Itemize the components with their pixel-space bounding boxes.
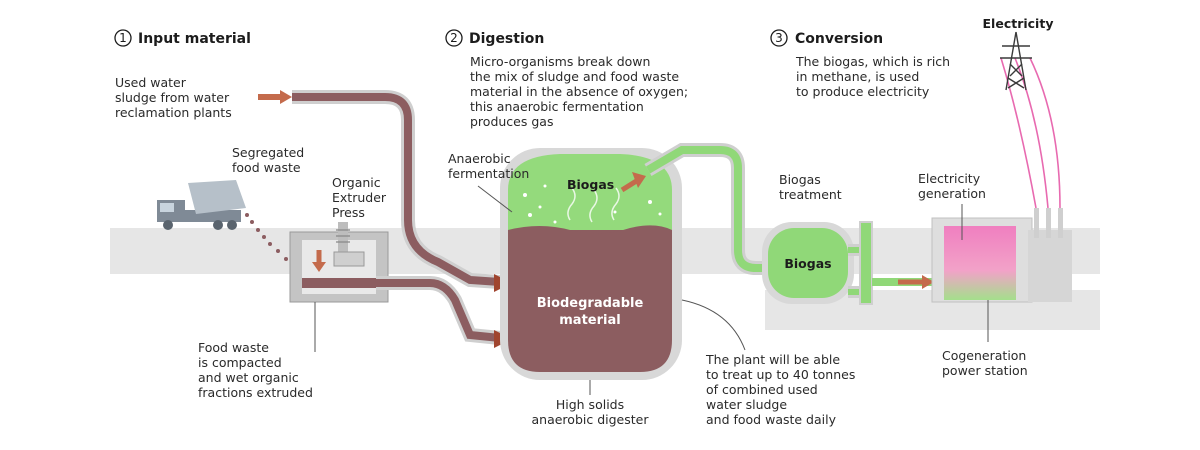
electricity-label: Electricity (983, 16, 1054, 31)
conversion-description: The biogas, which is rich in methane, is… (795, 54, 950, 99)
high-solids-label: High solids anaerobic digester (532, 380, 650, 427)
biogas-rising-arrow (620, 177, 640, 193)
svg-text:to treat up to 40 tonnes: to treat up to 40 tonnes (706, 367, 855, 382)
svg-text:and wet organic: and wet organic (198, 370, 299, 385)
biogas-tank-label: Biogas (784, 256, 831, 271)
gas-swirls (567, 187, 620, 223)
svg-text:produces gas: produces gas (470, 114, 553, 129)
sludge-input-arrowhead (280, 90, 292, 104)
biogas-treatment-tank (762, 222, 854, 304)
extruder-press-icon (333, 222, 365, 267)
svg-text:generation: generation (918, 186, 986, 201)
svg-text:Anaerobic: Anaerobic (448, 151, 511, 166)
svg-text:Segregated: Segregated (232, 145, 304, 160)
sludge-pipe (292, 93, 501, 286)
truck-icon (157, 180, 246, 230)
svg-text:Press: Press (332, 205, 365, 220)
gas-pipe (645, 146, 775, 272)
svg-text:Organic: Organic (332, 175, 381, 190)
digestion-description: Micro-organisms break down the mix of sl… (470, 54, 688, 129)
electricity-pylon-icon (1000, 31, 1032, 91)
svg-text:of combined used: of combined used (706, 382, 818, 397)
step-3-title: Conversion (795, 31, 883, 47)
svg-text:and food waste daily: and food waste daily (706, 412, 837, 427)
used-water-label: Used water sludge from water reclamation… (115, 75, 232, 120)
svg-text:Biogas: Biogas (779, 172, 821, 187)
organic-extruder-label: Organic Extruder Press (332, 175, 387, 220)
svg-text:fermentation: fermentation (448, 166, 529, 181)
plant-capacity-label: The plant will be able to treat up to 40… (705, 352, 855, 427)
biogas-rising-arrowhead (632, 172, 646, 188)
svg-text:anaerobic digester: anaerobic digester (532, 412, 650, 427)
anaerobic-digester (500, 148, 682, 380)
svg-text:Extruder: Extruder (332, 190, 387, 205)
biogas-treatment-label: Biogas treatment (779, 172, 842, 202)
step-1-title: Input material (138, 31, 251, 47)
food-waste-pipe-outline (376, 276, 501, 345)
svg-text:is compacted: is compacted (198, 355, 282, 370)
power-station-building (931, 208, 1072, 303)
svg-text:material: material (559, 313, 620, 328)
step-1-number: 1 (119, 31, 127, 45)
biogas-bubbles (523, 184, 662, 224)
segregated-label: Segregated food waste (232, 145, 304, 175)
svg-text:power station: power station (942, 363, 1028, 378)
svg-text:the mix of sludge and food was: the mix of sludge and food waste (470, 69, 679, 84)
anaerobic-label: Anaerobic fermentation (448, 151, 529, 181)
biogas-top-label: Biogas (567, 177, 614, 192)
step-1-header: 1 Input material (114, 29, 251, 47)
svg-text:fractions extruded: fractions extruded (198, 385, 313, 400)
step-2-header: 2 Digestion (445, 29, 544, 47)
svg-text:Cogeneration: Cogeneration (942, 348, 1026, 363)
step-3-number: 3 (775, 31, 783, 45)
anaerobic-leader (477, 185, 513, 213)
svg-text:The plant will be able: The plant will be able (705, 352, 840, 367)
step-2-number: 2 (450, 31, 458, 45)
extruded-waste-bar (302, 278, 376, 288)
food-waste-compacted-label: Food waste is compacted and wet organic … (198, 340, 313, 400)
svg-text:reclamation plants: reclamation plants (115, 105, 232, 120)
svg-text:Biodegradable: Biodegradable (537, 296, 644, 311)
svg-text:treatment: treatment (779, 187, 842, 202)
extruder-down-arrowhead (312, 262, 326, 272)
generator-input-arrowhead (922, 275, 934, 289)
svg-text:water sludge: water sludge (706, 397, 787, 412)
svg-text:to produce electricity: to produce electricity (796, 84, 930, 99)
svg-text:in methane, is used: in methane, is used (796, 69, 919, 84)
capacity-leader (681, 299, 746, 351)
step-3-header: 3 Conversion (770, 29, 883, 47)
electricity-generation-label: Electricity generation (918, 171, 986, 201)
power-lines (1000, 57, 1061, 209)
step-2-title: Digestion (469, 31, 544, 47)
svg-text:Used water: Used water (115, 75, 187, 90)
treatment-column (859, 221, 873, 305)
svg-text:The biogas, which is rich: The biogas, which is rich (795, 54, 950, 69)
svg-text:Food waste: Food waste (198, 340, 269, 355)
svg-text:Electricity: Electricity (918, 171, 981, 186)
svg-text:material in the absence of oxy: material in the absence of oxygen; (470, 84, 688, 99)
food-waste-pipe (376, 279, 501, 342)
biodegradable-label: Biodegradable material (537, 296, 644, 328)
svg-text:food waste: food waste (232, 160, 301, 175)
svg-text:High solids: High solids (556, 397, 624, 412)
svg-text:Micro-organisms break down: Micro-organisms break down (470, 54, 650, 69)
cogeneration-label: Cogeneration power station (942, 348, 1028, 378)
svg-text:sludge from water: sludge from water (115, 90, 230, 105)
svg-text:this anaerobic fermentation: this anaerobic fermentation (470, 99, 644, 114)
